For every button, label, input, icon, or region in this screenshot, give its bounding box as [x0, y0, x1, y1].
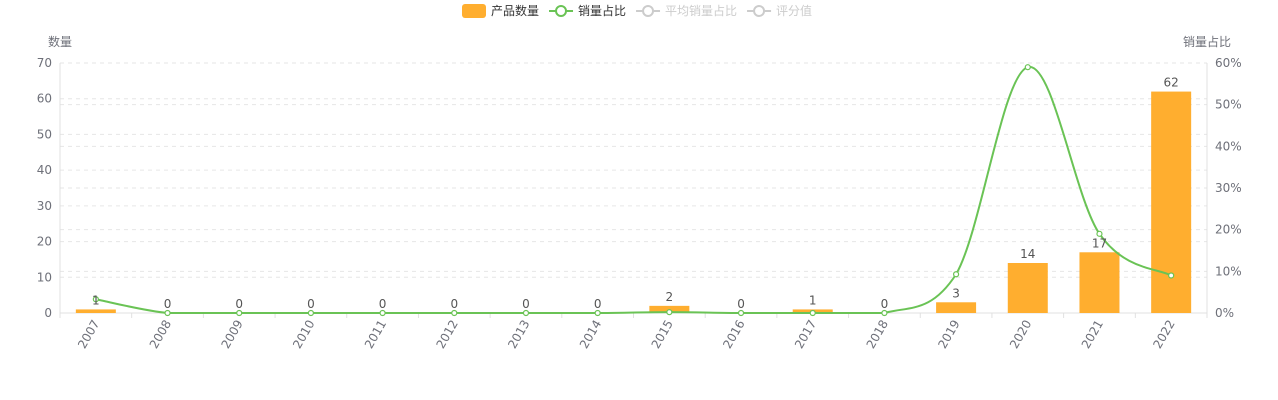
legend: 产品数量 销量占比 平均销量占比 评分值	[462, 3, 812, 18]
line-point	[881, 309, 888, 317]
bar	[1007, 263, 1048, 313]
legend-label: 评分值	[776, 3, 812, 18]
bar-value-label: 0	[594, 297, 602, 311]
line-point	[666, 309, 673, 316]
bar-value-labels: 1 0 0 0 0 0 0 0 2 0 1 0 3 14 17 62	[92, 76, 1179, 311]
x-tick-label: 2011	[362, 318, 389, 351]
bar-value-label: 0	[164, 297, 172, 311]
x-tick-label: 2010	[290, 318, 317, 351]
y-axis-left-title: 数量	[48, 34, 72, 49]
bar-value-label: 0	[307, 297, 315, 311]
y-left-tick-label: 40	[37, 163, 52, 177]
y-left-tick-label: 70	[37, 56, 52, 70]
x-tick-label: 2018	[864, 318, 891, 351]
bar-value-label: 0	[737, 297, 745, 311]
x-tick-label: 2008	[147, 318, 174, 351]
y-right-tick-label: 20%	[1215, 223, 1242, 237]
x-tick-label: 2017	[792, 318, 819, 351]
x-tick-label: 2007	[75, 318, 102, 351]
bar-value-label: 0	[450, 297, 458, 311]
bar-value-label: 0	[522, 297, 530, 311]
y-right-tick-label: 60%	[1215, 56, 1242, 70]
x-tick-label: 2021	[1079, 318, 1106, 351]
line-series	[92, 64, 1175, 317]
legend-marker	[642, 5, 655, 17]
legend-item: 产品数量	[462, 3, 539, 18]
line-point	[809, 309, 816, 317]
x-tick-label: 2009	[218, 318, 245, 351]
x-tick-label: 2019	[935, 318, 962, 351]
line-point	[737, 309, 745, 317]
line-point	[236, 309, 243, 317]
bar	[75, 309, 116, 313]
legend-marker	[753, 5, 766, 17]
line-point	[594, 309, 601, 317]
bar-value-label: 14	[1020, 247, 1035, 261]
y-right-tick-label: 40%	[1215, 139, 1242, 153]
y-left-tick-label: 30	[37, 199, 52, 213]
legend-marker	[555, 5, 568, 17]
y-left-tick-label: 10	[37, 270, 52, 284]
legend-label: 销量占比	[578, 3, 626, 18]
line-point	[379, 309, 386, 317]
x-tick-label: 2014	[577, 318, 604, 351]
y-left-tick-label: 0	[44, 306, 52, 320]
bar	[1151, 91, 1192, 313]
x-tick-label: 2016	[720, 318, 747, 351]
legend-label: 产品数量	[491, 3, 539, 18]
x-tick-label: 2020	[1007, 318, 1034, 351]
line-point	[952, 271, 960, 278]
line-point	[307, 309, 315, 317]
line-point	[451, 309, 458, 317]
bar-value-label: 3	[952, 286, 960, 300]
legend-bar-swatch	[462, 4, 486, 18]
line-point	[1024, 64, 1031, 71]
line-point	[1096, 230, 1103, 237]
bar	[936, 302, 977, 313]
bar	[1079, 252, 1120, 313]
bar-value-label: 1	[809, 293, 817, 307]
y-right-tick-label: 10%	[1215, 264, 1242, 278]
y-left-tick-label: 20	[37, 235, 52, 249]
bar-value-label: 0	[379, 297, 387, 311]
y-right-tick-label: 50%	[1215, 98, 1242, 112]
bar-value-label: 62	[1164, 76, 1179, 90]
bar-value-label: 2	[666, 290, 674, 304]
line-point	[92, 296, 99, 303]
legend-label: 平均销量占比	[665, 3, 737, 18]
x-tick-label: 2012	[433, 318, 460, 351]
y-axis-right-title: 销量占比	[1183, 34, 1231, 49]
bar-series	[75, 91, 1192, 313]
y-left-tick-label: 60	[37, 92, 52, 106]
line-point	[1168, 272, 1175, 279]
grid-lines	[60, 62, 1207, 278]
x-tick-label: 2022	[1150, 318, 1177, 351]
legend-item: 平均销量占比	[636, 3, 737, 18]
bar-value-label: 0	[881, 297, 889, 311]
legend-item: 评分值	[747, 3, 812, 18]
x-tick-label: 2013	[505, 318, 532, 351]
y-right-tick-label: 30%	[1215, 181, 1242, 195]
legend-item: 销量占比	[549, 3, 626, 18]
line-point	[522, 309, 530, 317]
y-right-tick-label: 0%	[1215, 306, 1234, 320]
bar-value-label: 17	[1092, 236, 1107, 250]
y-left-tick-label: 50	[37, 127, 52, 141]
line-point	[164, 309, 171, 317]
bar-value-label: 0	[235, 297, 243, 311]
bar-value-label: 1	[92, 293, 100, 307]
x-tick-label: 2015	[649, 318, 676, 351]
